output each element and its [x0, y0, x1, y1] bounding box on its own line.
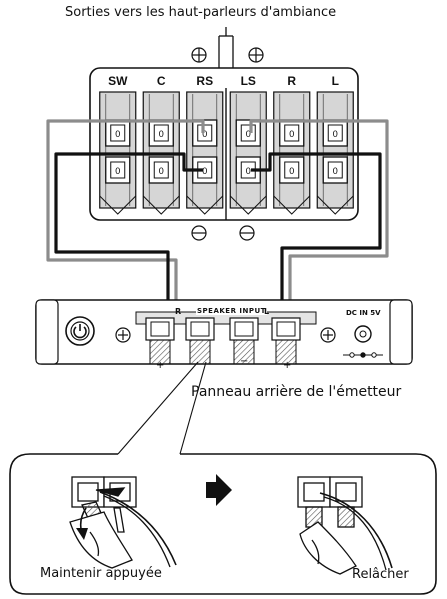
- sign-plus-right: +: [283, 360, 292, 371]
- terminal-column-r: 00: [273, 91, 311, 215]
- dc-jack: [343, 325, 383, 358]
- terminal-slot-mark: 0: [115, 129, 120, 139]
- speaker-input-label: SPEAKER INPUT: [196, 307, 267, 315]
- terminal-label-c: C: [156, 74, 166, 88]
- terminal-column-ls: 00: [229, 91, 267, 215]
- press-direction-arrow-icon: [76, 507, 88, 540]
- transmitter-unit: [35, 299, 413, 365]
- minus-symbol-icon: [191, 225, 255, 241]
- plus-symbol-icon: [191, 47, 264, 63]
- channel-r-label: R: [175, 307, 182, 316]
- terminal-label-rs: RS: [196, 74, 214, 88]
- detail-box: [9, 453, 437, 595]
- terminal-slot-mark: 0: [159, 129, 164, 139]
- terminal-label-ls: LS: [240, 74, 256, 88]
- press-step-label: Maintenir appuyée: [40, 566, 162, 581]
- sign-minus: −: [240, 356, 249, 367]
- release-step-label: Relâcher: [352, 567, 409, 582]
- terminal-slot-mark: 0: [115, 166, 120, 176]
- terminal-slot-mark: 0: [202, 166, 207, 176]
- terminal-label-l: L: [331, 74, 339, 88]
- terminal-label-r: R: [287, 74, 297, 88]
- step-arrow-icon: [206, 474, 232, 506]
- terminal-slot-mark: 0: [246, 166, 251, 176]
- transmitter-caption: Panneau arrière de l'émetteur: [191, 384, 402, 400]
- sign-plus-left: +: [156, 360, 165, 371]
- press-step-illustration: [69, 476, 177, 569]
- terminal-slot-mark: 0: [159, 166, 164, 176]
- terminal-slot-mark: 0: [246, 129, 251, 139]
- terminal-column-c: 00: [142, 91, 180, 215]
- callout-lines: [117, 361, 207, 455]
- dc-in-label: DC IN 5V: [346, 309, 381, 317]
- terminal-column-sw: 00: [99, 91, 137, 215]
- power-button[interactable]: [65, 316, 95, 346]
- channel-l-label: L: [264, 307, 270, 316]
- screw-icon: [115, 327, 336, 343]
- speaker-wires: [46, 119, 389, 310]
- terminal-slot-mark: 0: [202, 129, 207, 139]
- speaker-input-terminals: [135, 311, 317, 365]
- top-caption: Sorties vers les haut-parleurs d'ambianc…: [65, 5, 337, 20]
- terminal-slot-mark: 0: [333, 166, 338, 176]
- terminal-slot-mark: 0: [333, 129, 338, 139]
- terminal-slot-mark: 0: [289, 129, 294, 139]
- terminal-label-sw: SW: [108, 74, 128, 88]
- terminal-slot-mark: 0: [289, 166, 294, 176]
- terminal-column-rs: 00: [186, 91, 224, 215]
- release-step-illustration: [297, 476, 393, 575]
